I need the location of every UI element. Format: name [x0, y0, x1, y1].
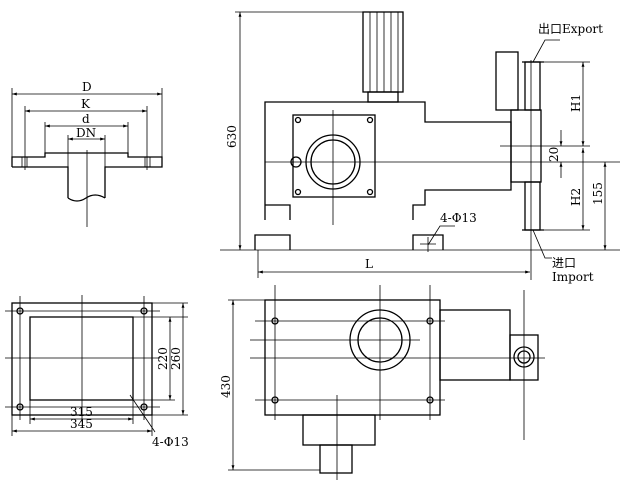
motor — [362, 11, 404, 93]
dim-D: D — [82, 80, 92, 94]
dim-345: 345 — [70, 417, 93, 431]
dim-20: 20 — [547, 147, 561, 162]
dim-H2: H2 — [569, 188, 583, 206]
base-bolt-label: 4-Φ13 — [152, 435, 189, 449]
dim-K: K — [81, 97, 91, 111]
front-bolt-label: 4-Φ13 — [440, 211, 477, 225]
dim-H1: H1 — [569, 94, 583, 112]
dim-L: L — [365, 257, 373, 271]
dim-DN: DN — [76, 126, 96, 140]
import-label-cn: 进口 — [552, 256, 576, 270]
front-view: 630 L H1 H2 20 155 出口Export 进口 Import 4-… — [220, 11, 620, 284]
dim-430: 430 — [219, 375, 233, 398]
dim-d: d — [82, 112, 90, 126]
dim-315: 315 — [70, 405, 93, 419]
dim-260: 260 — [169, 347, 183, 370]
top-view: 430 — [219, 285, 545, 480]
base-plan: 315 345 220 260 4-Φ13 — [5, 295, 189, 449]
dim-630: 630 — [225, 125, 239, 148]
import-label-en: Import — [552, 270, 594, 284]
export-label: 出口Export — [538, 22, 603, 36]
dim-155: 155 — [591, 182, 605, 205]
flange-detail: D K d DN — [11, 80, 163, 227]
dim-220: 220 — [156, 347, 170, 370]
